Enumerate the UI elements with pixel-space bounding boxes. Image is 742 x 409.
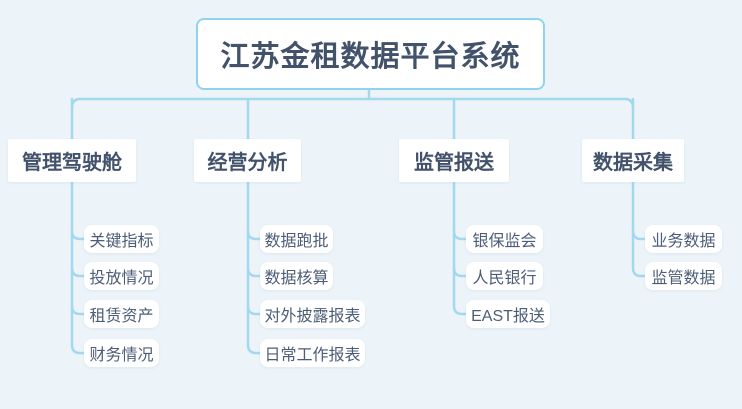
leaf-node-data-accounting[interactable]: 数据核算 [260, 262, 333, 290]
branch-node-management-cockpit[interactable]: 管理驾驶舱 [8, 139, 136, 182]
branch-node-business-analysis[interactable]: 经营分析 [194, 139, 301, 182]
leaf-node-external-disclosure-reports[interactable]: 对外披露报表 [260, 300, 365, 328]
leaf-node-financial-status[interactable]: 财务情况 [84, 339, 159, 367]
leaf-node-daily-work-reports[interactable]: 日常工作报表 [260, 339, 365, 367]
leaf-node-cbirc[interactable]: 银保监会 [466, 225, 543, 253]
leaf-node-business-data[interactable]: 业务数据 [645, 225, 722, 253]
leaf-node-east-reporting[interactable]: EAST报送 [466, 300, 550, 328]
leaf-node-peoples-bank[interactable]: 人民银行 [466, 262, 543, 290]
leaf-node-investment-status[interactable]: 投放情况 [84, 262, 159, 290]
root-node-title[interactable]: 江苏金租数据平台系统 [196, 18, 545, 90]
leaf-node-regulatory-data[interactable]: 监管数据 [645, 262, 722, 290]
leaf-node-data-batch-run[interactable]: 数据跑批 [260, 225, 333, 253]
leaf-node-key-indicators[interactable]: 关键指标 [84, 225, 159, 253]
branch-node-regulatory-reporting[interactable]: 监管报送 [399, 139, 509, 182]
branch-node-data-collection[interactable]: 数据采集 [582, 139, 684, 182]
leaf-node-leasing-assets[interactable]: 租赁资产 [84, 300, 159, 328]
